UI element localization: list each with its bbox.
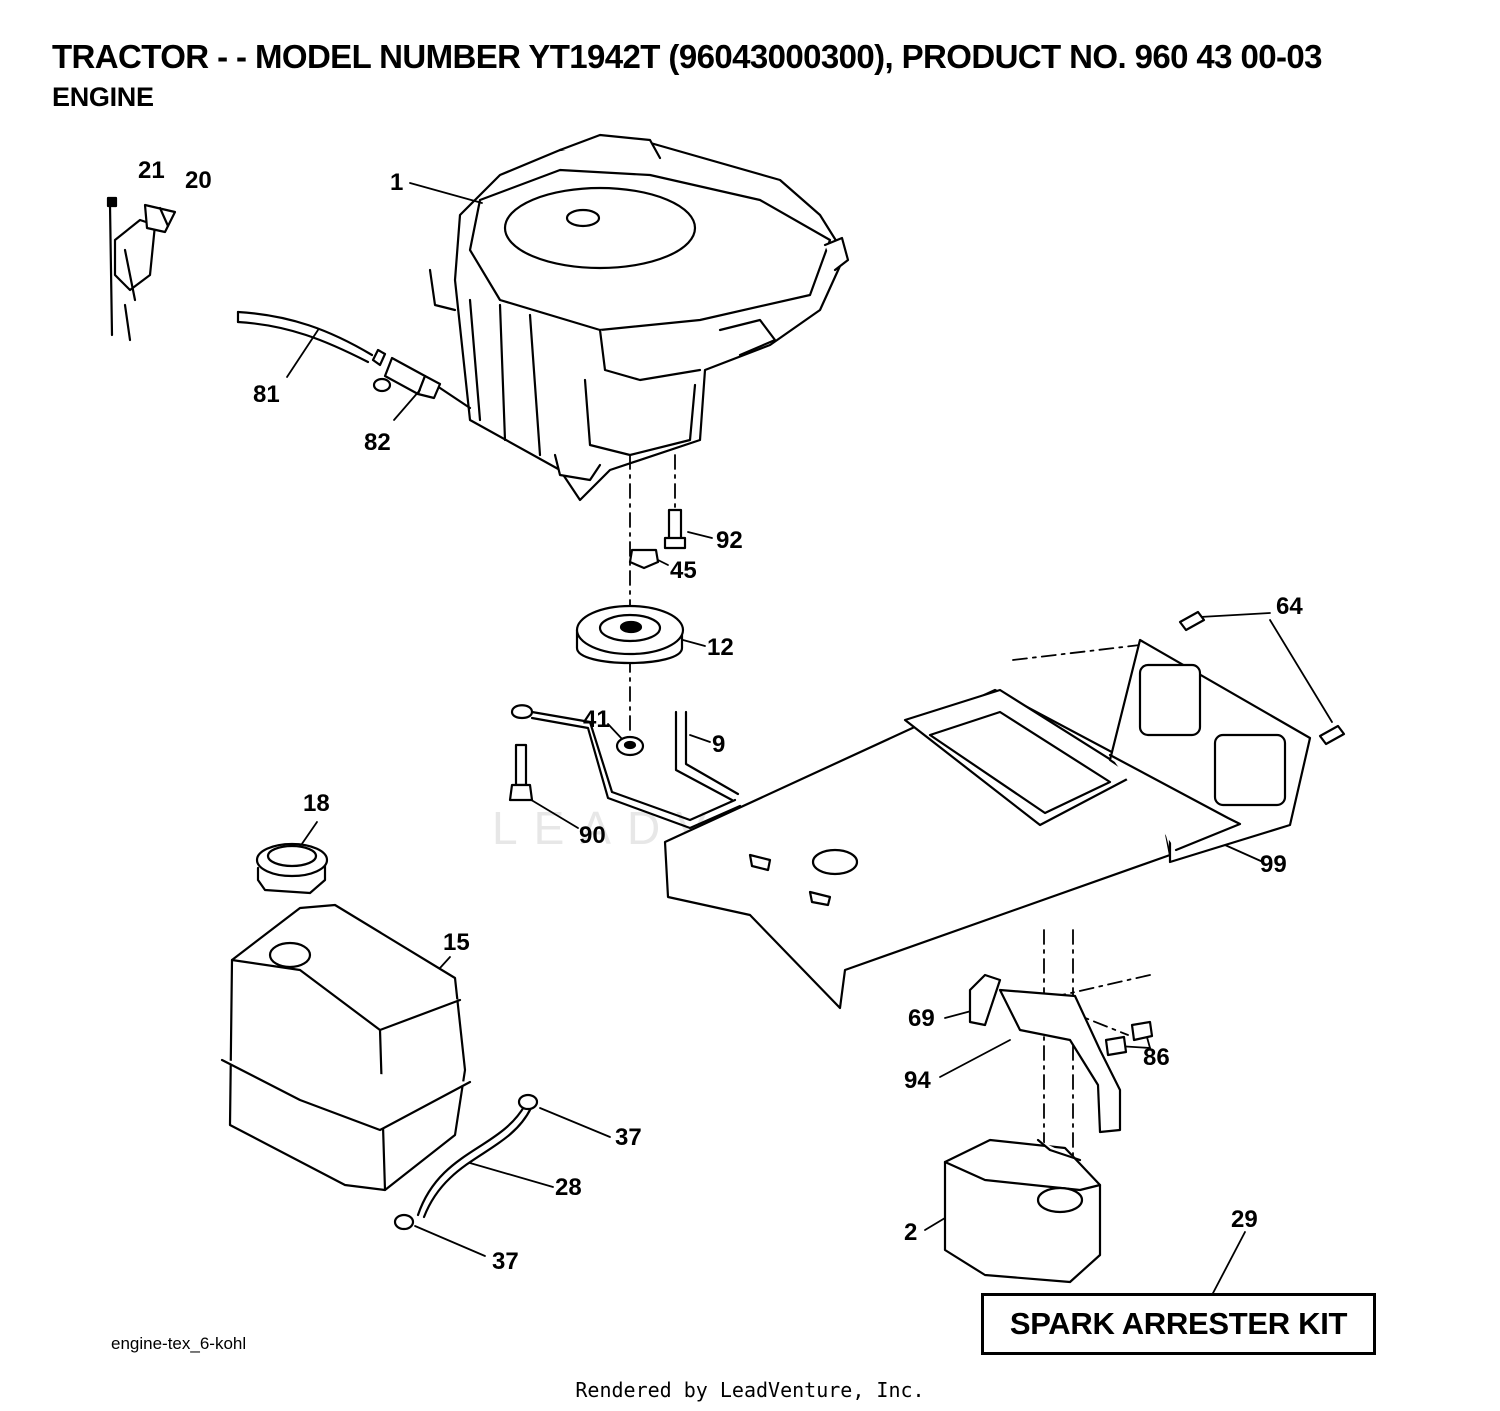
bolt-92 xyxy=(663,508,687,550)
callout-82: 82 xyxy=(364,429,391,456)
callout-86: 86 xyxy=(1143,1044,1170,1071)
spark-arrester-kit-box: SPARK ARRESTER KIT xyxy=(981,1293,1376,1355)
throttle-bracket xyxy=(106,196,177,342)
callout-99: 99 xyxy=(1260,851,1287,878)
leader-lines xyxy=(286,182,1333,1296)
bolt-90 xyxy=(508,743,534,802)
rod-9 xyxy=(510,704,742,830)
callout-41: 41 xyxy=(583,706,610,733)
section-subtitle: ENGINE xyxy=(52,82,154,112)
callout-45: 45 xyxy=(670,557,697,584)
callout-28: 28 xyxy=(555,1174,582,1201)
fuel-hose-81 xyxy=(236,310,374,364)
callout-18: 18 xyxy=(303,790,330,817)
fuel-tank-15 xyxy=(220,903,472,1192)
callout-64: 64 xyxy=(1276,593,1303,620)
callout-15: 15 xyxy=(443,929,470,956)
washer-41 xyxy=(615,735,645,757)
callout-37-upper: 37 xyxy=(615,1124,642,1151)
gasket-69 xyxy=(968,973,1002,1027)
callout-81: 81 xyxy=(253,381,280,408)
callout-90: 90 xyxy=(579,822,606,849)
screws-64 xyxy=(1178,610,1346,746)
callout-69: 69 xyxy=(908,1005,935,1032)
fuel-line-28 xyxy=(416,1103,533,1219)
callout-20: 20 xyxy=(185,167,212,194)
nut-45 xyxy=(628,548,660,570)
muffler-2 xyxy=(943,1138,1102,1284)
exhaust-pipe-94 xyxy=(998,988,1122,1134)
callout-9: 9 xyxy=(712,731,725,758)
callout-92: 92 xyxy=(716,527,743,554)
callout-94: 94 xyxy=(904,1067,931,1094)
page-title: TRACTOR - - MODEL NUMBER YT1942T (960430… xyxy=(52,38,1323,75)
callout-2: 2 xyxy=(904,1219,917,1246)
engine xyxy=(428,133,850,502)
footer-credit: Rendered by LeadVenture, Inc. xyxy=(575,1378,925,1402)
fuel-filter-82 xyxy=(371,348,472,410)
frame xyxy=(663,688,1174,1010)
callout-1: 1 xyxy=(390,169,403,196)
callout-29: 29 xyxy=(1231,1206,1258,1233)
diagram-code: engine-tex_6-kohl xyxy=(111,1334,247,1353)
pulley-12 xyxy=(575,604,685,665)
rear-bracket xyxy=(1108,638,1312,864)
clamps-37 xyxy=(393,1093,539,1231)
callout-37-lower: 37 xyxy=(492,1248,519,1275)
callout-21: 21 xyxy=(138,157,165,184)
nuts-86 xyxy=(1104,1020,1154,1057)
fuel-cap-18 xyxy=(255,842,329,895)
callout-12: 12 xyxy=(707,634,734,661)
